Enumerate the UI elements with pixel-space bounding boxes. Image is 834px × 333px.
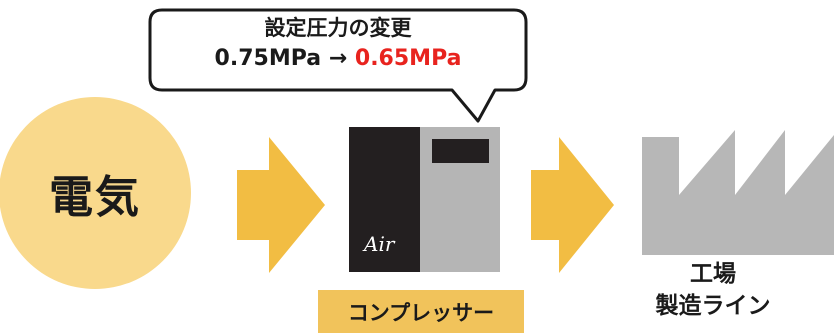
factory-label-line1: 工場 — [690, 261, 736, 287]
arrow-glyph: → — [328, 46, 348, 71]
flow-arrow-2 — [531, 137, 614, 273]
electricity-circle — [0, 97, 191, 289]
compressor-label: コンプレッサー — [318, 290, 524, 333]
factory-silhouette — [642, 130, 834, 255]
factory-label: 工場 製造ライン — [608, 258, 818, 322]
bubble-content: 設定圧力の変更 0.75MPa → 0.65MPa — [150, 14, 526, 74]
flow-arrow-1 — [237, 137, 325, 273]
pressure-change: 0.75MPa → 0.65MPa — [150, 44, 526, 74]
factory-label-line2: 製造ライン — [655, 293, 771, 319]
compressor-unit — [349, 127, 500, 272]
new-pressure: 0.65MPa — [354, 46, 462, 71]
compressor-dark-panel — [349, 127, 420, 272]
compressor-display — [432, 139, 489, 163]
speech-bubble — [148, 8, 528, 123]
compressor-brand: Air — [364, 232, 395, 256]
electricity-label: 電気 — [49, 172, 141, 223]
bubble-title: 設定圧力の変更 — [264, 16, 412, 40]
old-pressure: 0.75MPa — [214, 46, 322, 71]
